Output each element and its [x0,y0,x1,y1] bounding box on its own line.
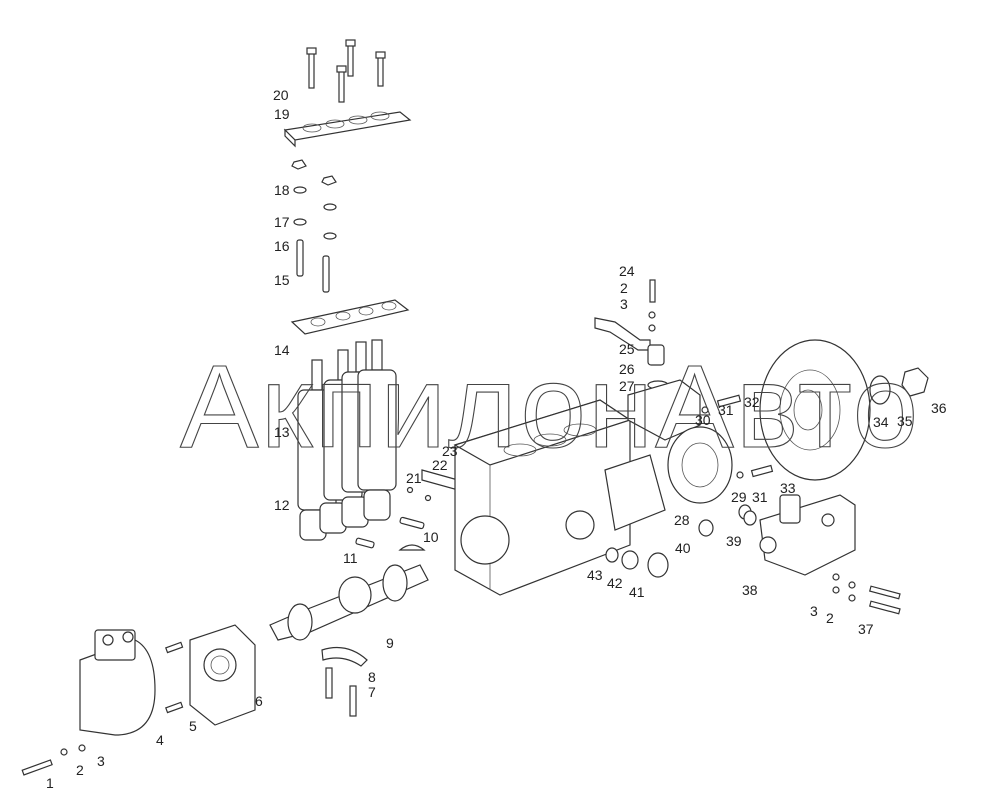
callout-31: 31 [752,489,768,505]
callout-41: 41 [629,584,645,600]
callout-43: 43 [587,567,603,583]
nuts-washers-studs [291,159,337,293]
callout-40: 40 [675,540,691,556]
callout-19: 19 [274,106,290,122]
callout-33: 33 [780,480,796,496]
callout-16: 16 [274,238,290,254]
callout-1: 1 [46,775,54,791]
callout-13: 13 [274,424,290,440]
bolts-20 [306,39,386,103]
valve-block-38 [759,494,856,576]
callout-18: 18 [274,182,290,198]
callout-14: 14 [274,342,290,358]
callout-15: 15 [274,272,290,288]
callout-35: 35 [897,413,913,429]
callout-2: 2 [826,610,834,626]
callout-11: 11 [343,550,358,566]
bearing-flange-6 [189,624,256,726]
callout-36: 36 [931,400,947,416]
callout-17: 17 [274,214,290,230]
callout-8: 8 [368,669,376,685]
end-cover-4 [79,629,156,736]
watermark: АкпилонАвто [180,341,920,473]
flange-gaskets-14 [290,299,410,335]
callout-3: 3 [620,296,628,312]
callout-28: 28 [674,512,690,528]
callout-2: 2 [620,280,628,296]
pump-elements-13 [297,339,397,511]
callout-21: 21 [406,470,422,486]
callout-39: 39 [726,533,742,549]
callout-29: 29 [731,489,747,505]
callout-23: 23 [442,443,458,459]
callout-25: 25 [619,341,635,357]
callout-24: 24 [619,263,635,279]
callout-30: 30 [695,412,711,428]
tappets-12 [299,489,391,541]
callout-34: 34 [873,414,889,430]
callout-37: 37 [858,621,874,637]
callout-2: 2 [76,762,84,778]
callout-12: 12 [274,497,290,513]
callout-6: 6 [255,693,263,709]
pump-housing-23 [453,399,632,596]
callout-31: 31 [718,402,734,418]
camshaft-9 [269,564,429,641]
callout-38: 38 [742,582,758,598]
callout-3: 3 [810,603,818,619]
callout-20: 20 [273,87,289,103]
callout-7: 7 [368,684,376,700]
callout-9: 9 [386,635,394,651]
callout-5: 5 [189,718,197,734]
callout-4: 4 [156,732,164,748]
callout-42: 42 [607,575,623,591]
callout-26: 26 [619,361,635,377]
callout-27: 27 [619,378,635,394]
drive-cover-34 [759,339,871,481]
callout-32: 32 [744,394,760,410]
callout-10: 10 [423,529,439,545]
cover-plate-19 [283,111,412,148]
callout-3: 3 [97,753,105,769]
callout-22: 22 [432,457,448,473]
